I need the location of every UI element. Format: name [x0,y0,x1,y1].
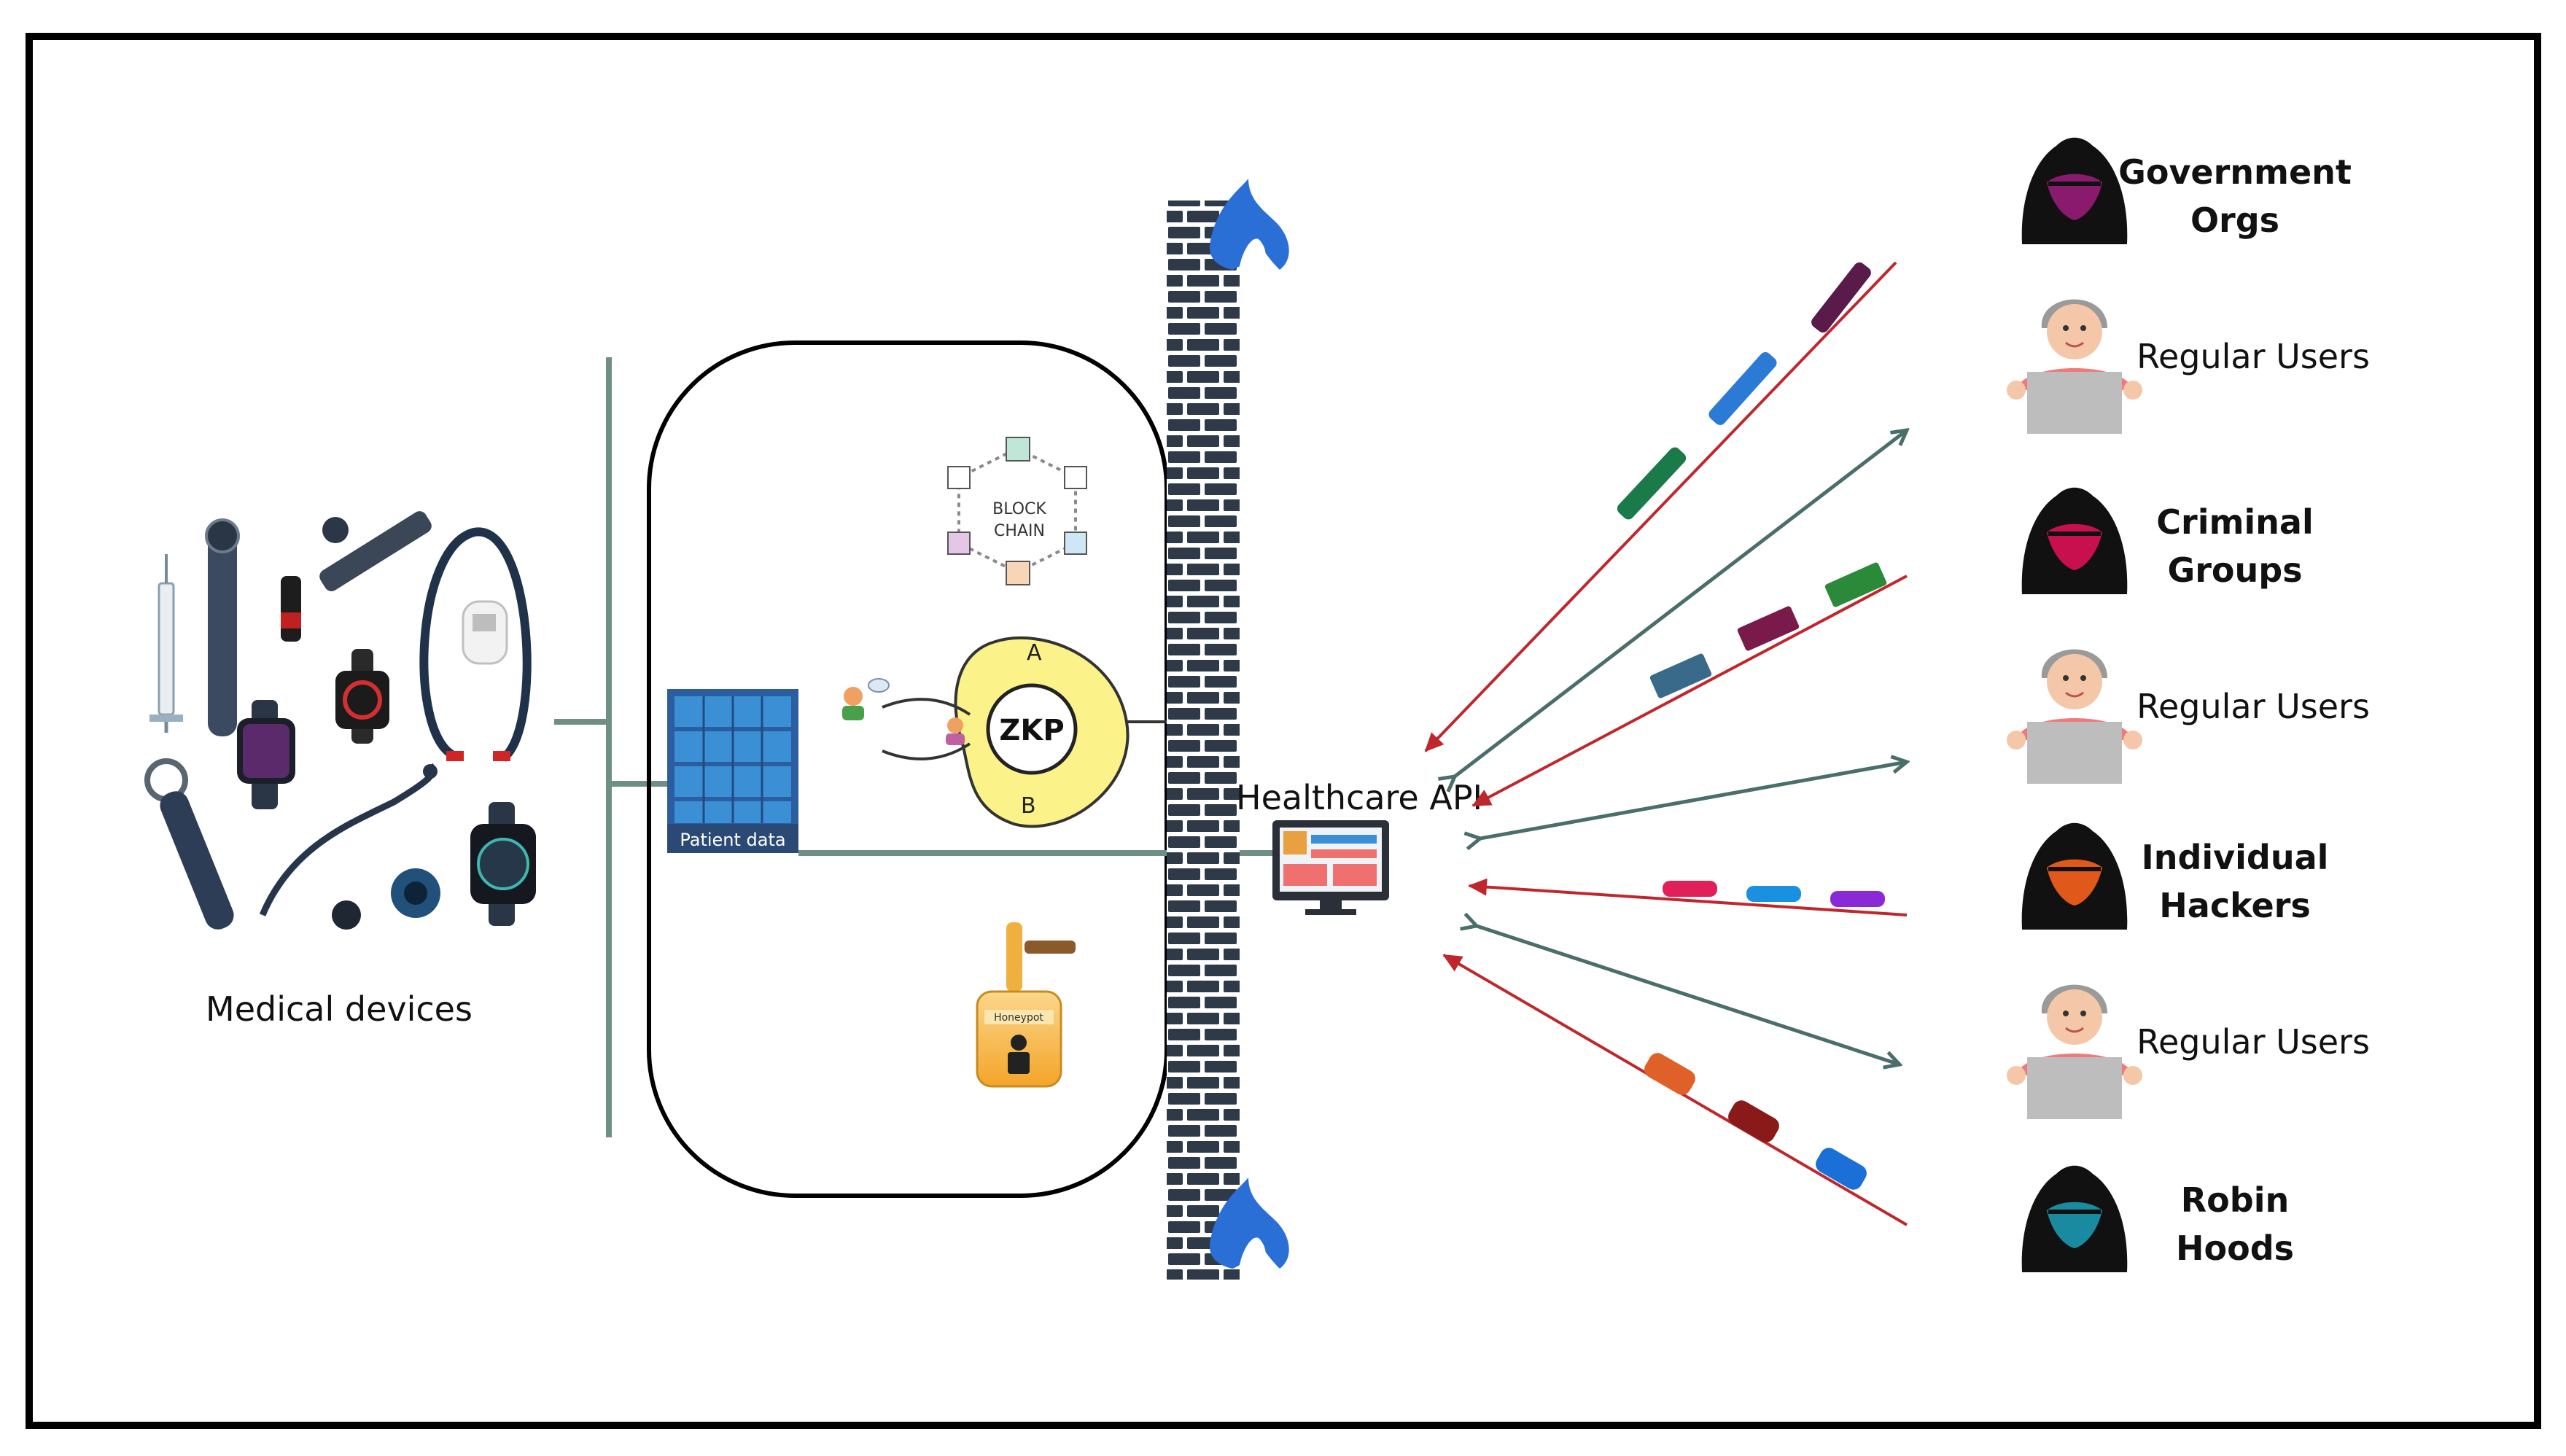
zkp-label: ZKP [999,714,1064,747]
payload-icon [1644,1053,1695,1095]
user-with-laptop-icon [2007,649,2142,784]
payload-icon [1649,653,1712,698]
actor-label-line2: Orgs [2190,201,2279,240]
honeypot-label: Honeypot [994,1012,1043,1024]
hooded-hacker-icon [2021,822,2128,930]
hooded-hacker-icon [2021,137,2128,244]
smartwatch-icon [335,649,389,744]
medical-devices-cluster: Medical devices [144,511,536,1029]
pendant-monitor-icon [419,527,532,762]
actor-label-line2: Hackers [2159,886,2310,925]
verifier-avatar-icon [947,717,963,733]
actor-label-line1: Individual [2142,838,2329,877]
payload-icon [1824,562,1887,607]
actor-label-line1: Government [2118,152,2352,192]
regular-user-group: Regular Users [2007,649,2370,784]
smartwatch-icon [470,802,536,926]
wristband-icon [205,518,240,736]
payload-icon [1746,886,1801,902]
actor-label: Regular Users [2137,687,2370,726]
prover-avatar-icon [844,687,863,706]
blockchain-label-line2: CHAIN [994,522,1045,540]
payload-icon [1663,881,1717,897]
attack-payloads [1617,262,1887,1190]
payload-icon [1816,1148,1867,1190]
patient-data-label: Patient data [680,830,785,850]
payload-icon [1737,606,1800,651]
zkp-b-label: B [1021,793,1036,819]
payload-icon [1708,352,1777,425]
zkp-a-label: A [1027,640,1042,666]
actor-label-line1: Robin [2181,1180,2289,1220]
earbud-icon [322,517,349,543]
healthcare-api-label: Healthcare API [1236,778,1482,817]
sensor-icon [281,576,301,642]
api-monitor-icon [1272,820,1389,915]
actor-label-line2: Groups [2167,550,2302,590]
flame-icon [1210,1177,1289,1269]
payload-icon [1811,262,1871,333]
hooded-hacker-icon [2021,487,2128,594]
actor-label-line1: Criminal [2156,502,2313,542]
blockchain-label-line1: BLOCK [992,500,1046,518]
payload-icon [1830,891,1885,907]
patient-data-server-icon: Patient data [667,689,798,853]
actor-label-line2: Hoods [2176,1229,2294,1268]
smartwatch-icon [237,700,295,809]
spy-figure-icon [1011,1035,1027,1051]
user-request-arrow [1480,762,1907,838]
medical-devices-label: Medical devices [206,989,473,1029]
inhaler-icon [144,758,234,930]
zkp-icon: ZKP A B [842,636,1167,828]
regular-user-group: Regular Users [2007,984,2370,1119]
payload-icon [1617,447,1687,520]
syringe-icon [149,554,183,733]
flame-icon [1210,179,1289,270]
honeypot-icon: Honeypot [976,922,1076,1088]
stethoscope-icon [259,763,440,930]
user-request-arrow [1477,926,1900,1064]
pen-device-icon [319,511,432,591]
blockchain-icon: BLOCK CHAIN [947,437,1087,585]
payload-icon [1728,1100,1779,1142]
user-with-laptop-icon [2007,984,2142,1119]
actor-label: Regular Users [2137,1022,2370,1062]
firewall-wall [1167,201,1240,1280]
user-with-laptop-icon [2007,299,2142,434]
user-request-arrow [1455,430,1907,776]
hooded-hacker-icon [2021,1165,2128,1272]
regular-user-group: Regular Users [2007,299,2370,434]
actor-label: Regular Users [2137,337,2370,376]
attack-arrow [1468,878,1908,916]
